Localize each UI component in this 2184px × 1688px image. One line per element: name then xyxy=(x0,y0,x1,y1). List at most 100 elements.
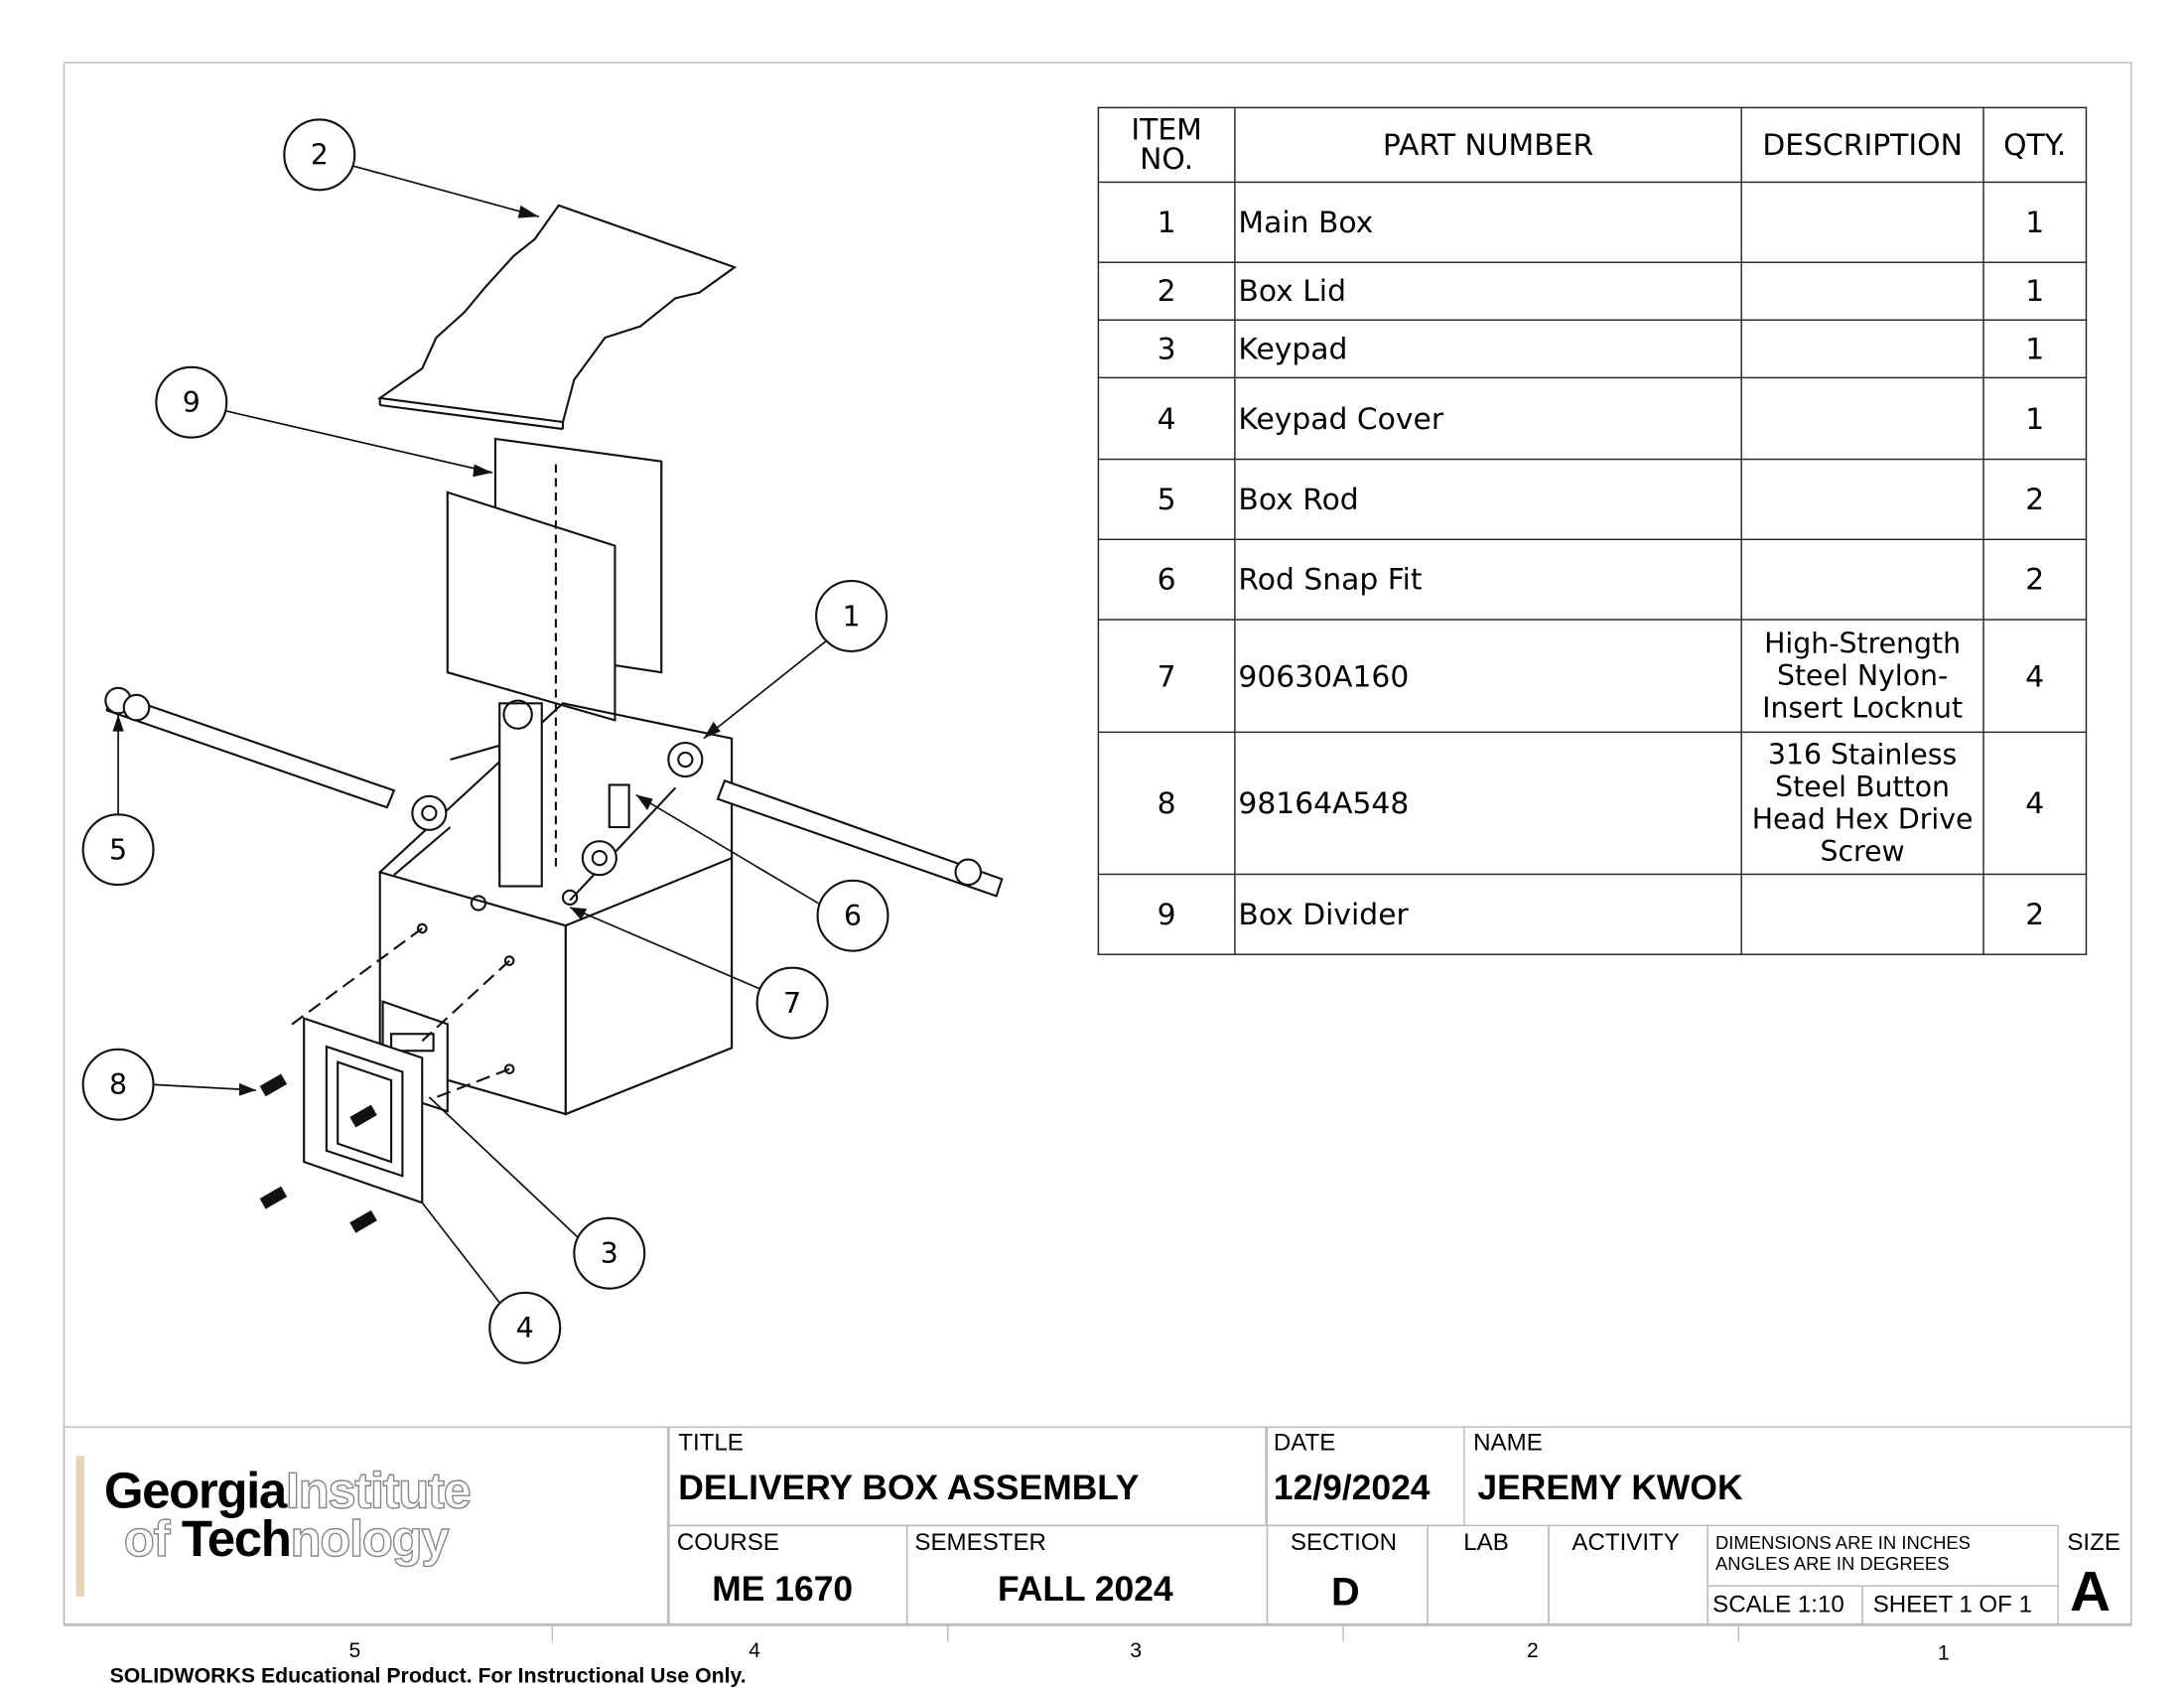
item-no: 1 xyxy=(1097,181,1236,263)
zone-tick xyxy=(1737,1625,1740,1642)
date-value: 12/9/2024 xyxy=(1273,1469,1431,1508)
qty: 1 xyxy=(1982,319,2088,379)
qty: 2 xyxy=(1982,538,2088,621)
course-value: ME 1670 xyxy=(712,1570,854,1610)
drawing-title: DELIVERY BOX ASSEMBLY xyxy=(678,1469,1140,1508)
description xyxy=(1740,538,1984,621)
logo-tower-mark xyxy=(75,1456,85,1597)
balloon-9: 9 xyxy=(183,386,201,419)
item-balloons xyxy=(81,118,889,1364)
name-value: JEREMY KWOK xyxy=(1477,1469,1743,1508)
box-divider xyxy=(446,491,616,722)
item-no: 6 xyxy=(1097,538,1236,621)
item-no: 2 xyxy=(1097,261,1236,322)
units-line-2: ANGLES ARE IN DEGREES xyxy=(1714,1553,1950,1575)
zone-tick xyxy=(946,1625,949,1642)
box-lid xyxy=(376,204,738,424)
header-item-no: ITEM NO. xyxy=(1097,106,1236,184)
qty: 1 xyxy=(1982,261,2088,322)
semester-label: SEMESTER xyxy=(914,1528,1046,1556)
title-label: TITLE xyxy=(678,1429,744,1457)
units-note: DIMENSIONS ARE IN INCHES ANGLES ARE IN D… xyxy=(1715,1532,1971,1575)
qty: 1 xyxy=(1982,376,2088,461)
item-no: 5 xyxy=(1097,458,1236,541)
name-label: NAME xyxy=(1473,1429,1543,1457)
zone-label: 2 xyxy=(1527,1638,1539,1663)
section-label: SECTION xyxy=(1290,1528,1397,1556)
qty: 4 xyxy=(1982,619,2088,734)
part-number: Box Lid xyxy=(1234,261,1742,322)
part-number: 90630A160 xyxy=(1234,619,1742,734)
balloon-2: 2 xyxy=(311,139,329,172)
screws xyxy=(259,1073,377,1233)
part-number: 98164A548 xyxy=(1234,731,1742,876)
box-rod-right xyxy=(716,778,1004,898)
bom-header-row: ITEM NO. PART NUMBER DESCRIPTION QTY. xyxy=(1097,106,2088,184)
balloon-7: 7 xyxy=(783,987,801,1020)
item-no: 3 xyxy=(1097,319,1236,379)
description xyxy=(1740,376,1984,461)
section-value: D xyxy=(1330,1570,1360,1614)
balloon-leaders xyxy=(117,165,829,1304)
balloon-8: 8 xyxy=(109,1068,127,1101)
date-label: DATE xyxy=(1273,1429,1336,1457)
zone-label: 5 xyxy=(348,1638,361,1663)
size-label: SIZE xyxy=(2067,1528,2120,1556)
part-number: Box Rod xyxy=(1234,458,1742,541)
description xyxy=(1740,261,1984,322)
logo-cell: GeorgiaInstitute of Technology xyxy=(63,1426,669,1626)
sheet-border xyxy=(63,62,2132,1625)
scale-value: SCALE 1:10 xyxy=(1712,1591,1844,1618)
zone-label: 3 xyxy=(1130,1638,1143,1663)
part-number: Box Divider xyxy=(1234,873,1742,955)
zone-label: 1 xyxy=(1937,1641,1950,1666)
balloon-3: 3 xyxy=(601,1237,618,1270)
zone-label: 4 xyxy=(749,1638,760,1663)
georgia-tech-logo: GeorgiaInstitute of Technology xyxy=(103,1461,473,1568)
zone-tick xyxy=(551,1625,554,1642)
balloon-4: 4 xyxy=(516,1312,534,1344)
educational-notice: SOLIDWORKS Educational Product. For Inst… xyxy=(109,1663,747,1688)
lab-label: LAB xyxy=(1463,1528,1509,1556)
sheet-cell xyxy=(1861,1585,2059,1626)
qty: 4 xyxy=(1982,731,2088,876)
description: 316 Stainless Steel Button Head Hex Driv… xyxy=(1740,731,1984,876)
header-description: DESCRIPTION xyxy=(1740,106,1984,184)
description xyxy=(1740,319,1984,379)
item-no: 8 xyxy=(1097,731,1236,876)
description xyxy=(1740,458,1984,541)
item-no: 9 xyxy=(1097,873,1236,955)
size-value: A xyxy=(2070,1561,2112,1623)
part-number: Keypad xyxy=(1234,319,1742,379)
item-no: 4 xyxy=(1097,376,1236,461)
qty: 2 xyxy=(1982,458,2088,541)
description xyxy=(1740,873,1984,955)
sheet-value: SHEET 1 OF 1 xyxy=(1872,1591,2033,1618)
part-number: Rod Snap Fit xyxy=(1234,538,1742,621)
part-number: Main Box xyxy=(1234,181,1742,263)
semester-value: FALL 2024 xyxy=(998,1570,1173,1610)
activity-label: ACTIVITY xyxy=(1571,1528,1680,1556)
course-label: COURSE xyxy=(676,1528,779,1556)
balloon-5: 5 xyxy=(109,834,127,867)
description: High-Strength Steel Nylon-Insert Locknut xyxy=(1740,619,1984,734)
part-number: Keypad Cover xyxy=(1234,376,1742,461)
units-line-1: DIMENSIONS ARE IN INCHES xyxy=(1714,1531,1971,1554)
rod-snap-fit xyxy=(608,783,630,829)
header-part-number: PART NUMBER xyxy=(1234,106,1742,184)
qty: 1 xyxy=(1982,181,2088,263)
header-qty: QTY. xyxy=(1982,106,2088,184)
box-side-wall xyxy=(498,702,543,888)
